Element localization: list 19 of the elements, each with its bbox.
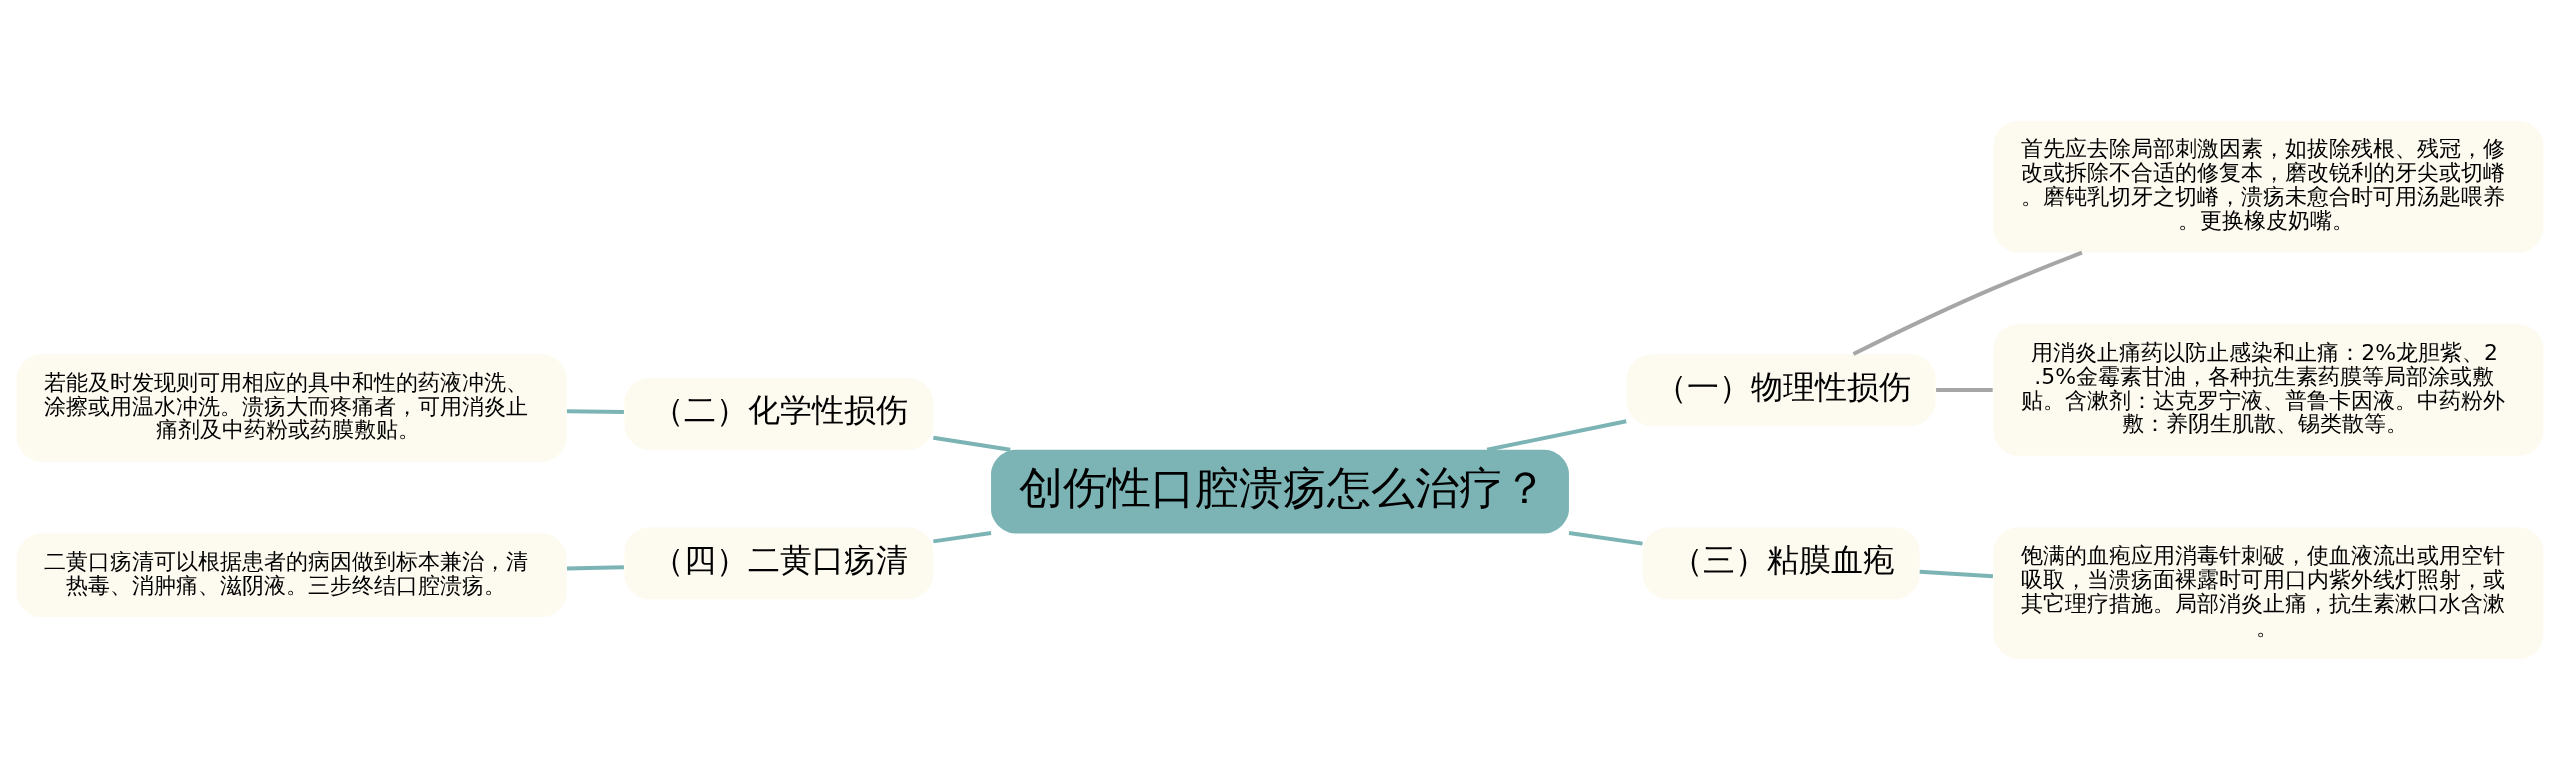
node-box: 创伤性口腔溃疡怎么治疗？	[991, 449, 1569, 533]
node-box: 饱满的血疱应用消毒针刺破，使血液流出或用空针吸取，当溃疡面裸露时可用口内紫外线灯照射，或其它理疗措施。局部消炎止痛，抗生素漱口水含漱。	[1993, 527, 2544, 659]
connector	[1919, 569, 1994, 578]
connector	[1486, 418, 1627, 452]
connector	[1852, 250, 2083, 356]
node-box: （三）粘膜血疱	[1642, 527, 1920, 599]
connector	[933, 435, 1011, 452]
node-box: （二）化学性损伤	[624, 377, 934, 450]
connector	[566, 564, 624, 571]
node-box: 用消炎止痛药以防止感染和止痛：2%龙胆紫、2.5%金霉素甘油，各种抗生素药膜等局部涂或敷贴。含漱剂：达克罗宁液、普鲁卡因液。中药粉外敷：养阴生肌散、锡类散等。	[1993, 323, 2544, 456]
connector	[1936, 387, 1993, 392]
node-box: 首先应去除局部刺激因素，如拔除残根、残冠，修改或拆除不合适的修复本，磨改锐利的牙尖或切嵴。磨钝乳切牙之切嵴，溃疡未愈合时可用汤匙喂养。更换橡皮奶嘴。	[1993, 120, 2544, 252]
connector	[566, 408, 624, 414]
connector	[1568, 530, 1643, 546]
node-box: （一）物理性损伤	[1626, 353, 1936, 426]
node-box: 二黄口疡清可以根据患者的病因做到标本兼治，清热毒、消肿痛、滋阴液。三步终结口腔溃疡。	[16, 533, 567, 617]
node-box: 若能及时发现则可用相应的具中和性的药液冲洗、涂擦或用温水冲洗。溃疡大而疼痛者，可用消炎止痛剂及中药粉或药膜敷贴。	[16, 353, 567, 462]
node-box: （四）二黄口疡清	[624, 527, 934, 599]
connector	[933, 530, 992, 543]
